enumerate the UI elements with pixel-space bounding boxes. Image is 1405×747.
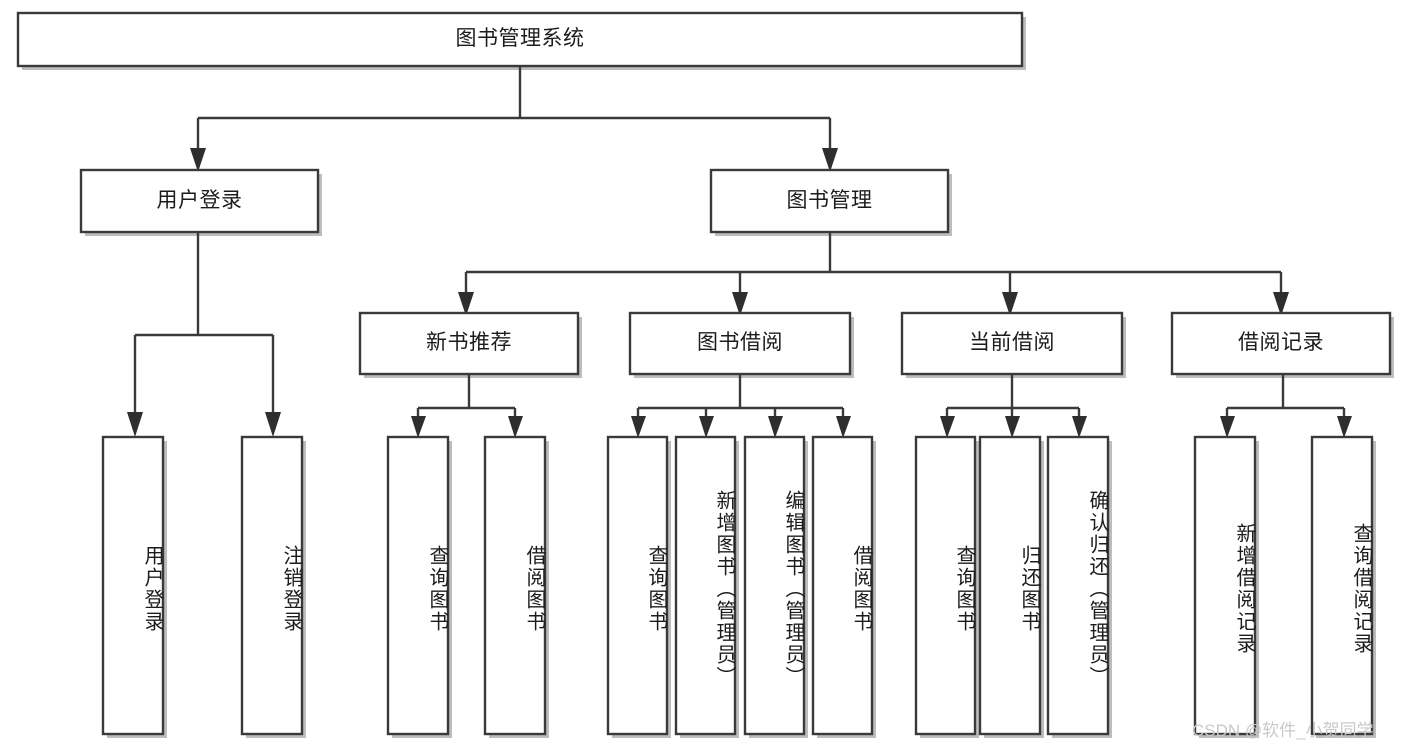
node-leaf-query-book-3[interactable] bbox=[914, 435, 977, 736]
node-leaf-logout[interactable] bbox=[240, 435, 304, 736]
node-leaf-confirm-return[interactable] bbox=[1046, 435, 1110, 736]
node-borrow-record[interactable] bbox=[1170, 311, 1392, 376]
node-current-borrow[interactable] bbox=[900, 311, 1124, 376]
node-leaf-user-login[interactable] bbox=[101, 435, 165, 736]
node-leaf-add-book[interactable] bbox=[674, 435, 737, 736]
node-leaf-borrow-book-2[interactable] bbox=[811, 435, 874, 736]
node-leaf-edit-book[interactable] bbox=[743, 435, 806, 736]
node-root[interactable] bbox=[16, 11, 1024, 68]
node-leaf-query-record[interactable] bbox=[1310, 435, 1374, 736]
node-boxes bbox=[16, 11, 1392, 736]
connectors bbox=[133, 67, 1346, 417]
arrow-heads bbox=[127, 148, 1352, 438]
node-book-borrow[interactable] bbox=[628, 311, 852, 376]
node-user-login[interactable] bbox=[79, 168, 320, 234]
node-leaf-borrow-book-1[interactable] bbox=[483, 435, 547, 736]
node-leaf-return-book[interactable] bbox=[978, 435, 1042, 736]
node-leaf-query-book-2[interactable] bbox=[606, 435, 669, 736]
node-leaf-query-book-1[interactable] bbox=[386, 435, 450, 736]
node-leaf-add-record[interactable] bbox=[1193, 435, 1257, 736]
node-book-manage[interactable] bbox=[709, 168, 950, 234]
node-new-book-rec[interactable] bbox=[358, 311, 580, 376]
